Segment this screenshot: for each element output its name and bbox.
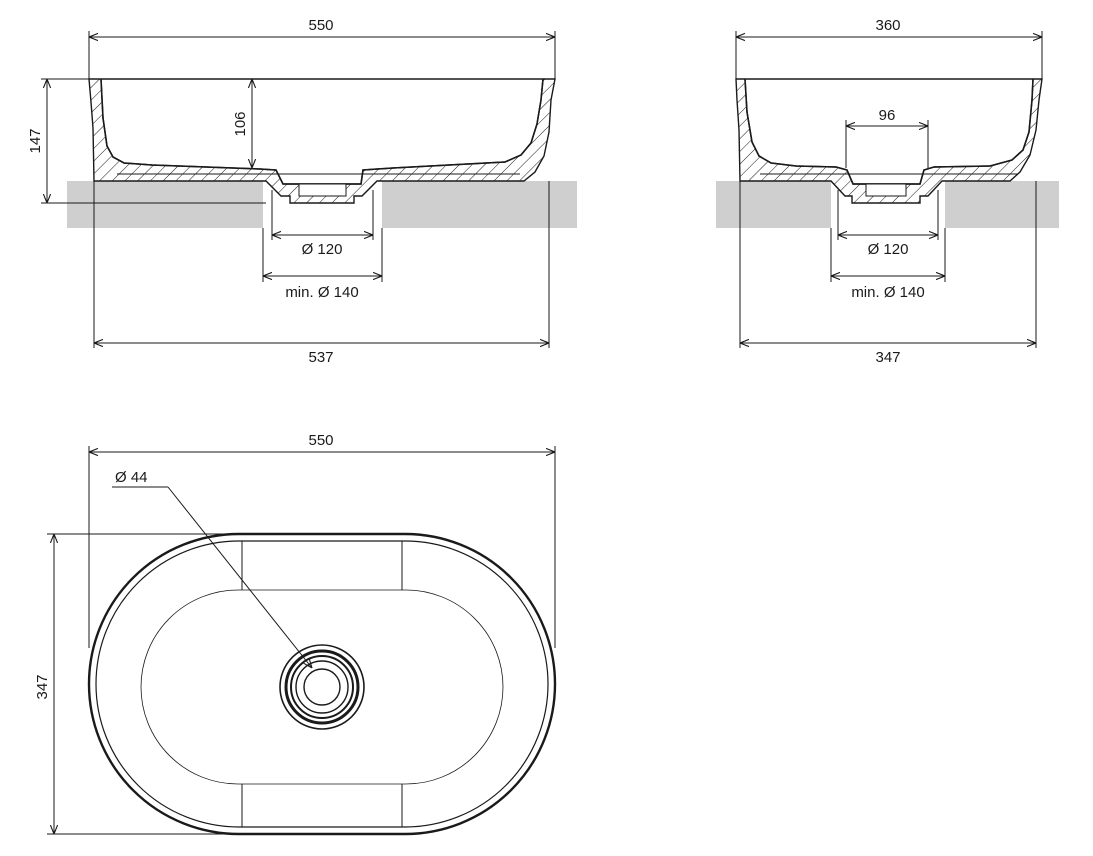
label-front-top-width: 550 xyxy=(308,17,333,34)
label-front-waste-diameter: Ø 120 xyxy=(302,241,343,258)
drain xyxy=(279,644,365,730)
label-front-depth: 106 xyxy=(232,111,249,136)
label-drain-diameter: Ø 44 xyxy=(115,469,148,486)
label-side-waste-diameter: Ø 120 xyxy=(868,241,909,258)
waste-neck xyxy=(865,183,907,197)
countertop-left xyxy=(67,181,263,228)
front-section-view: 550 147 106 Ø 120 min. Ø 140 537 xyxy=(27,17,577,366)
label-top-width: 347 xyxy=(34,674,51,699)
label-side-cutout: min. Ø 140 xyxy=(851,284,924,301)
waste-neck xyxy=(298,183,347,197)
label-front-cutout: min. Ø 140 xyxy=(285,284,358,301)
countertop-right xyxy=(382,181,577,228)
label-side-base-width: 347 xyxy=(875,349,900,366)
side-section-view: 360 96 Ø 120 min. Ø 140 347 xyxy=(716,17,1059,366)
label-side-waste-width: 96 xyxy=(879,107,896,124)
label-front-height: 147 xyxy=(27,128,44,153)
countertop-right xyxy=(945,181,1059,228)
label-side-top-width: 360 xyxy=(875,17,900,34)
countertop-left xyxy=(716,181,831,228)
label-top-length: 550 xyxy=(308,432,333,449)
bowl-floor xyxy=(140,589,504,785)
basin-rim-inner-edge xyxy=(95,540,549,828)
label-front-base-width: 537 xyxy=(308,349,333,366)
leader-drain xyxy=(167,486,312,668)
top-plan-view: Ø 44 550 347 xyxy=(34,432,557,836)
